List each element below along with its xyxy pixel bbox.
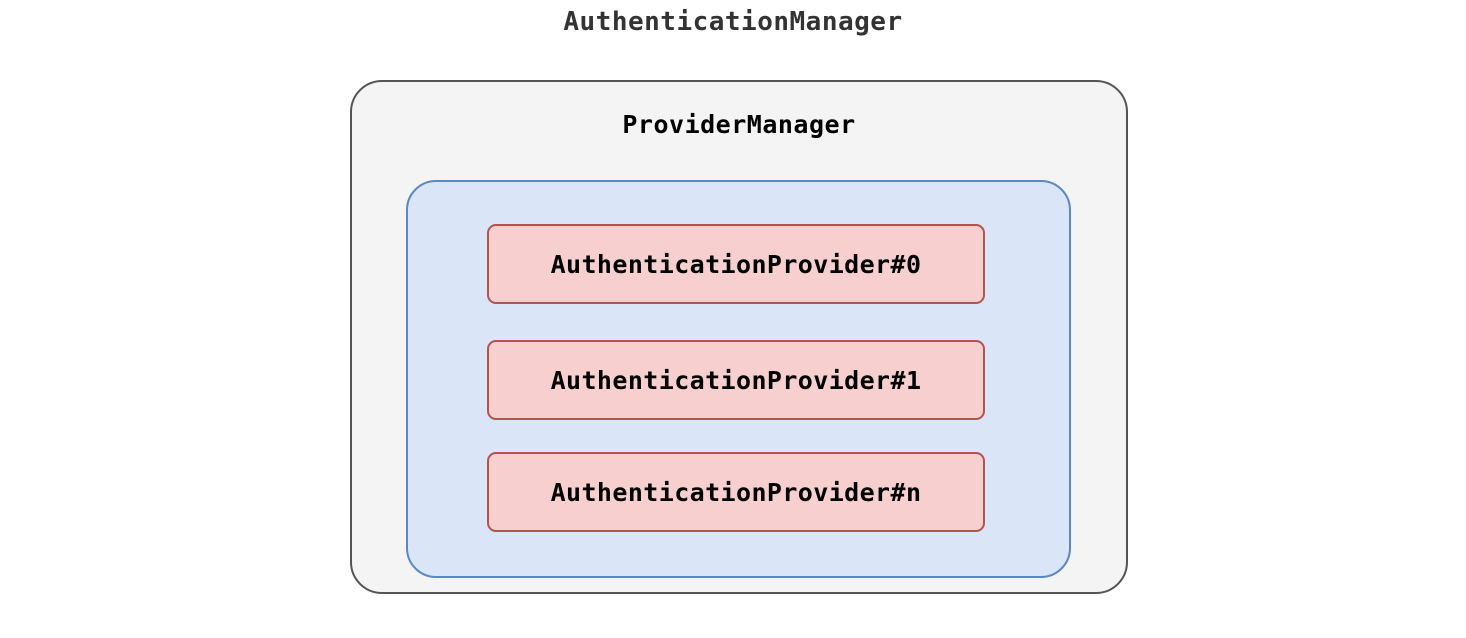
authentication-provider-group: AuthenticationProvider#0 AuthenticationP… bbox=[406, 180, 1071, 578]
provider-label-0: AuthenticationProvider#0 bbox=[550, 249, 922, 279]
provider-list: AuthenticationProvider#0 AuthenticationP… bbox=[408, 182, 1069, 576]
provider-label-n: AuthenticationProvider#n bbox=[550, 477, 922, 507]
provider-box-0[interactable]: AuthenticationProvider#0 bbox=[487, 224, 985, 304]
diagram-title: AuthenticationManager bbox=[563, 7, 903, 37]
provider-manager-label: ProviderManager bbox=[622, 110, 856, 139]
provider-manager-container: ProviderManager AuthenticationProvider#0… bbox=[350, 80, 1128, 594]
provider-box-1[interactable]: AuthenticationProvider#1 bbox=[487, 340, 985, 420]
provider-box-n[interactable]: AuthenticationProvider#n bbox=[487, 452, 985, 532]
provider-label-1: AuthenticationProvider#1 bbox=[550, 365, 922, 395]
